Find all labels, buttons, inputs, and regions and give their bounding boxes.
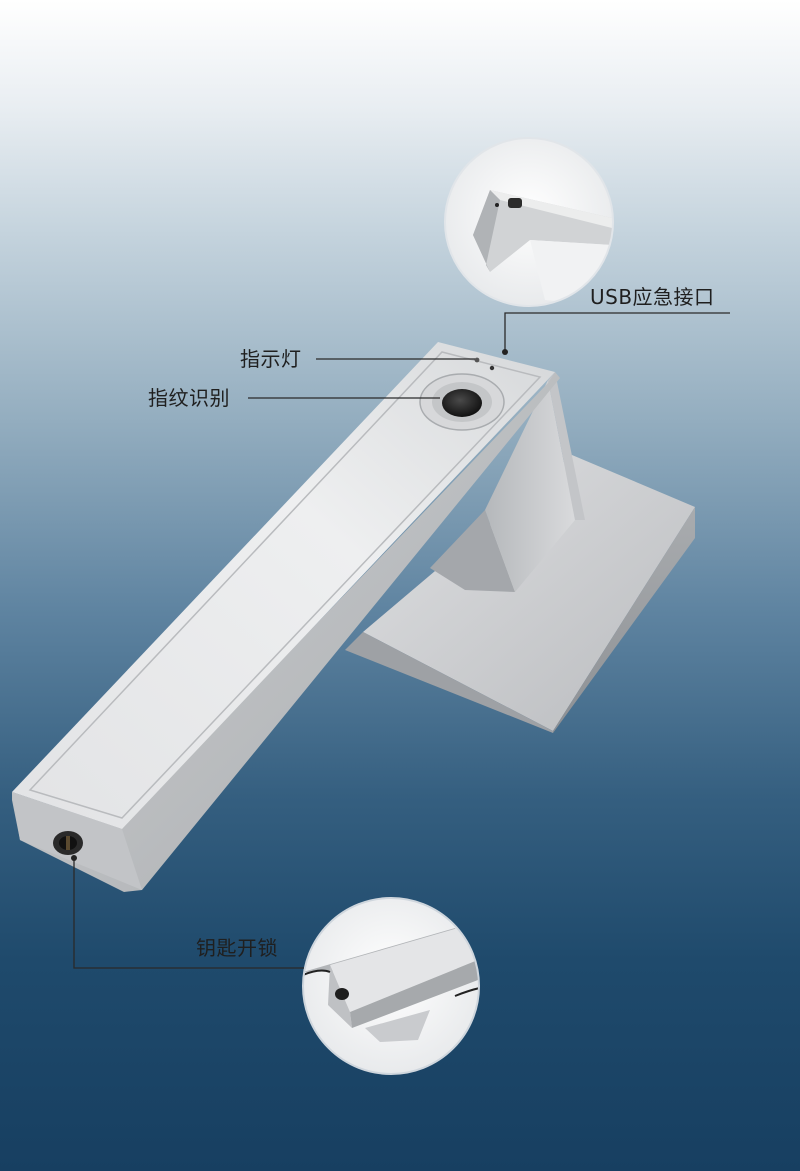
key-cylinder [53,831,83,855]
handle-neck [430,372,585,592]
key-leader-dot [71,855,77,861]
usb-leader-dot [502,349,508,355]
indicator-light [474,357,480,363]
fingerprint-reader [419,373,505,431]
key-unlock-label: 钥匙开锁 [196,936,278,960]
leader-lines [73,312,730,969]
indicator-light-label: 指示灯 [240,347,302,371]
fingerprint-recognition-label: 指纹识别 [148,386,230,410]
key-leader-line [73,858,304,969]
usb-detail-circle [444,137,614,307]
rose-plate [345,455,695,733]
usb-leader-line [504,312,730,352]
usb-emergency-port-label: USB应急接口 [590,285,715,309]
key-detail-circle [302,897,480,1075]
usb-port-dot [489,365,495,371]
